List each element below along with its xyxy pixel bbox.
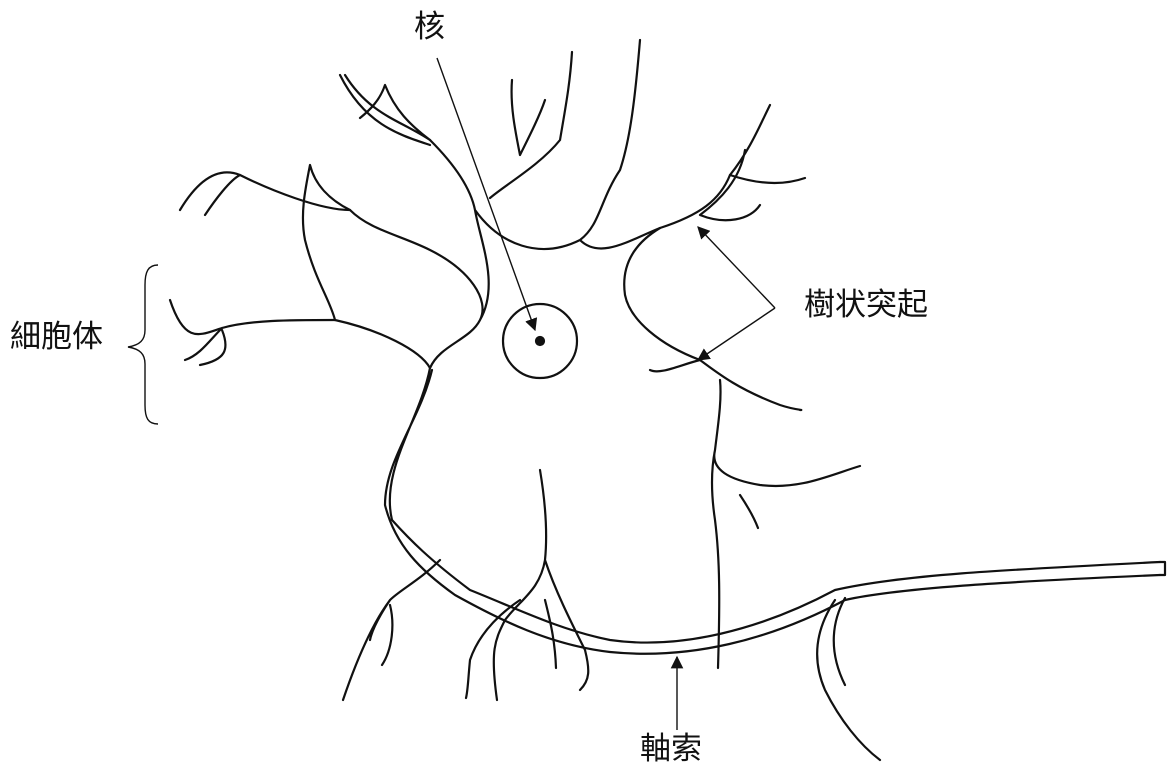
cell-body-label: 細胞体 xyxy=(10,322,103,353)
dendrite-pointer-upper xyxy=(698,227,775,308)
dendrite-top xyxy=(490,52,572,198)
cell-body-outline xyxy=(335,320,1160,654)
nucleolus-dot xyxy=(536,337,544,345)
dendrite-left-lower xyxy=(170,300,335,365)
dendrite-right-lower xyxy=(650,360,860,668)
nucleus-label: 核 xyxy=(414,12,445,43)
dendrite-left-upper xyxy=(180,165,350,320)
cell-body-brace xyxy=(128,265,158,424)
nucleus-pointer xyxy=(437,58,535,330)
dendrite-right-upper xyxy=(624,105,805,360)
dendrites-label: 樹状突起 xyxy=(804,290,928,321)
dendrite-pointer-lower xyxy=(698,308,775,360)
dendrite-upper-left xyxy=(340,75,430,145)
axon-label: 軸索 xyxy=(640,734,702,765)
axon-end xyxy=(1160,562,1165,575)
dendrite-bottom-center xyxy=(466,470,588,700)
soma-contour xyxy=(350,40,730,368)
axon-collateral xyxy=(817,598,880,760)
dendrite-bottom-left xyxy=(343,560,440,700)
